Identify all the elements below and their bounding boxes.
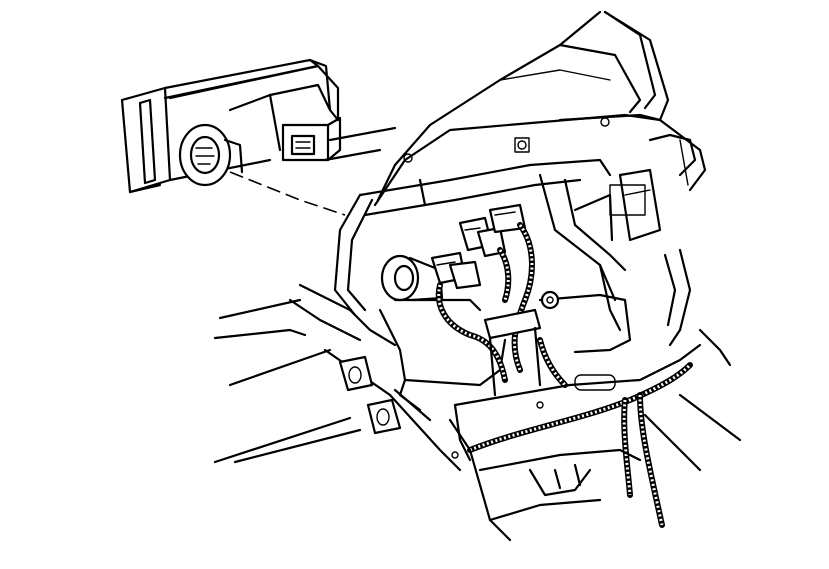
electrical-connectors [430, 203, 527, 290]
upper-dash-housing [373, 10, 707, 207]
wiring-harness [435, 222, 693, 528]
headlamp-switch-assembly [120, 58, 397, 216]
lower-dash-section [213, 283, 462, 472]
harness-retainer-clip [483, 308, 542, 397]
lower-trim-panel [448, 248, 742, 542]
